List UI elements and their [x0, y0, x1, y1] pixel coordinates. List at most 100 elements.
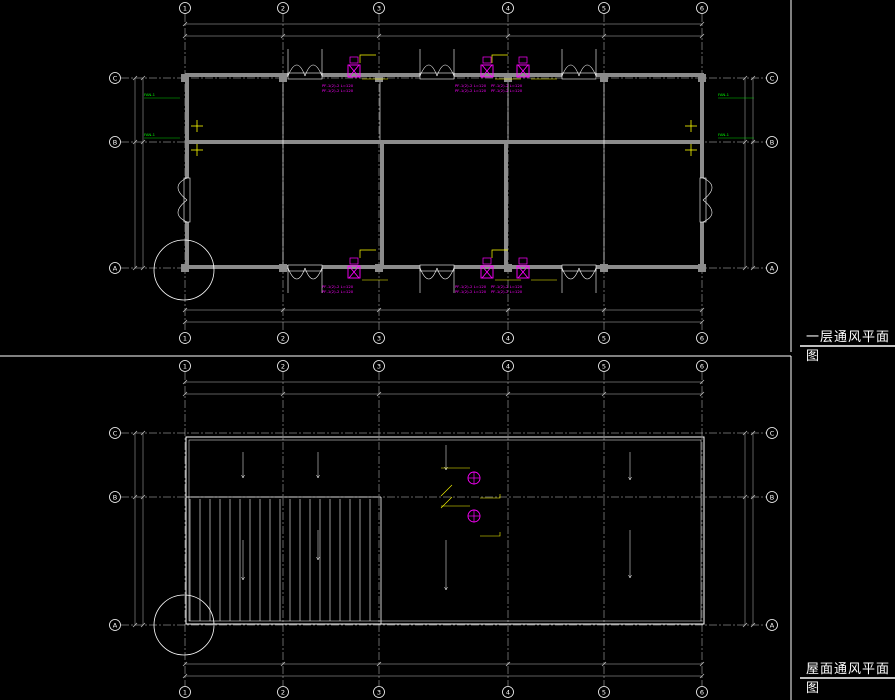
rf-grid-bubble-bottom-1 — [179, 686, 191, 698]
gf-column-3 — [504, 74, 512, 82]
gf-exhaust-fan-4-body — [480, 265, 494, 279]
rf-dimension-tick-v-2-1 — [742, 494, 748, 500]
gf-exhaust-fan-1-body — [480, 64, 494, 78]
rf-grid-bubble-top-5 — [598, 360, 610, 372]
rf-dimension-tick-v-3-1 — [750, 494, 756, 500]
rf-dimension-tick-v-3-2 — [750, 622, 756, 628]
rf-dimension-tick-v-2-0 — [742, 430, 748, 436]
gf-dimension-tick-v-1-1 — [140, 139, 146, 145]
gf-grid-bubble-bottom-5-label: 5 — [602, 334, 606, 342]
gf-exhaust-fan-3-note2: PF-1(2)-2 L=120 — [322, 289, 354, 294]
gf-dimension-tick-v-2-1 — [742, 139, 748, 145]
gf-dimension-tick-2-5 — [699, 307, 705, 313]
gf-door-south-0-swing — [287, 267, 323, 280]
gf-grid-bubble-bottom-4-label: 4 — [506, 334, 510, 342]
gf-grid-bubble-top-2 — [277, 2, 289, 14]
gf-grid-bubble-bottom-3-label: 3 — [377, 334, 381, 342]
rf-dimension-tick-2-0 — [182, 661, 188, 667]
rf-grid-bubble-top-2 — [277, 360, 289, 372]
gf-exhaust-fan-4-note2: PF-1(2)-2 L=120 — [455, 289, 487, 294]
gf-column-9 — [504, 264, 512, 272]
rf-dimension-tick-v-2-2 — [742, 622, 748, 628]
gf-dimension-tick-2-1 — [280, 307, 286, 313]
gf-wall-corridor — [186, 140, 704, 144]
rf-slope-arrowhead-0 — [241, 474, 245, 479]
gf-grid-bubble-top-6 — [696, 2, 708, 14]
gf-dimension-tick-1-5 — [699, 33, 705, 39]
gf-exhaust-fan-4-duct — [482, 257, 492, 265]
rf-dimension-tick-v-1-1 — [140, 494, 146, 500]
rf-dimension-tick-1-0 — [182, 391, 188, 397]
gf-detail-callout-circle — [153, 239, 215, 301]
rf-grid-bubble-top-5-label: 5 — [602, 362, 606, 370]
rf-grid-bubble-bottom-5-label: 5 — [602, 688, 606, 696]
gf-exhaust-fan-2-note2: PF-1(2)-2 L=120 — [491, 88, 523, 93]
rf-grid-bubble-left-A — [109, 619, 121, 631]
rf-grid-bubble-bottom-2 — [277, 686, 289, 698]
rf-dimension-tick-2-5 — [699, 661, 705, 667]
gf-door-south-2-swing — [561, 267, 597, 280]
rf-slope-arrowhead-1 — [316, 474, 320, 479]
rf-grid-bubble-left-B — [109, 491, 121, 503]
gf-dimension-tick-1-3 — [505, 33, 511, 39]
gf-exhaust-fan-5-note: PF-1(2)-2 L=120 — [491, 284, 523, 289]
gf-exhaust-fan-2-cross — [517, 64, 529, 78]
rf-grid-bubble-top-3-label: 3 — [377, 362, 381, 370]
rf-roof-vent-dim-0 — [480, 494, 501, 499]
gf-exhaust-fan-0-body — [347, 64, 361, 78]
gf-exhaust-fan-1-note: PF-1(2)-2 L=120 — [455, 83, 487, 88]
rf-dimension-tick-v-1-2 — [140, 622, 146, 628]
gf-grid-bubble-top-1 — [179, 2, 191, 14]
gf-grid-bubble-right-B-label: B — [770, 138, 774, 146]
gf-grid-bubble-left-B-label: B — [113, 138, 117, 146]
gf-column-1 — [279, 74, 287, 82]
rf-dimension-tick-3-0 — [182, 673, 188, 679]
gf-grid-bubble-bottom-1 — [179, 332, 191, 344]
gf-dimension-tick-v-1-0 — [140, 75, 146, 81]
gf-exhaust-fan-3-duct — [349, 257, 359, 265]
gf-exhaust-fan-2-note: PF-1(2)-2 L=120 — [491, 83, 523, 88]
gf-grid-bubble-bottom-6-label: 6 — [700, 334, 704, 342]
gf-dimension-tick-1-4 — [601, 33, 607, 39]
gf-grid-bubble-bottom-4 — [502, 332, 514, 344]
rf-grid-bubble-right-A — [766, 619, 778, 631]
rf-dimension-tick-1-1 — [280, 391, 286, 397]
gf-side-note-text-3: FAN-1 — [718, 132, 730, 137]
rf-grid-bubble-bottom-3 — [373, 686, 385, 698]
gf-wall-partition-3 — [380, 140, 384, 269]
gf-annotation-bracket-0 — [359, 54, 376, 63]
rf-dimension-tick-v-1-0 — [140, 430, 146, 436]
rf-grid-bubble-top-4 — [502, 360, 514, 372]
gf-grid-bubble-top-6-label: 6 — [700, 4, 704, 12]
rf-grid-bubble-left-C — [109, 427, 121, 439]
rf-dimension-tick-v-0-2 — [132, 622, 138, 628]
gf-annotation-bracket-3 — [491, 249, 508, 258]
gf-annotation-bracket-2 — [359, 249, 376, 258]
gf-exhaust-fan-5-cross — [517, 265, 529, 279]
gf-exhaust-fan-5-duct — [518, 257, 528, 265]
gf-column-7 — [279, 264, 287, 272]
rf-slope-arrowhead-4 — [628, 574, 632, 579]
gf-grid-bubble-right-A — [766, 262, 778, 274]
gf-grid-bubble-bottom-2 — [277, 332, 289, 344]
rf-annotation-arrows — [440, 484, 453, 509]
rf-detail-callout-circle — [153, 594, 215, 656]
gf-column-8 — [375, 264, 383, 272]
gf-wall-partition-4 — [504, 140, 508, 269]
rf-dimension-tick-2-2 — [376, 661, 382, 667]
rf-grid-bubble-right-C-label: C — [770, 429, 775, 437]
gf-grid-bubble-top-5-label: 5 — [602, 4, 606, 12]
rf-dimension-tick-1-2 — [376, 391, 382, 397]
rf-grid-bubble-right-A-label: A — [770, 621, 775, 629]
gf-grid-bubble-right-C — [766, 72, 778, 84]
rf-slope-arrowhead-3 — [628, 476, 632, 481]
rf-dimension-tick-2-4 — [601, 661, 607, 667]
rf-slope-arrowhead-7 — [316, 556, 320, 561]
gf-dimension-tick-v-2-2 — [742, 265, 748, 271]
rf-grid-bubble-top-6 — [696, 360, 708, 372]
gf-exhaust-fan-4-note: PF-1(2)-2 L=120 — [455, 284, 487, 289]
gf-column-5 — [698, 74, 706, 82]
rf-grid-bubble-top-1 — [179, 360, 191, 372]
rf-dimension-tick-1-5 — [699, 391, 705, 397]
